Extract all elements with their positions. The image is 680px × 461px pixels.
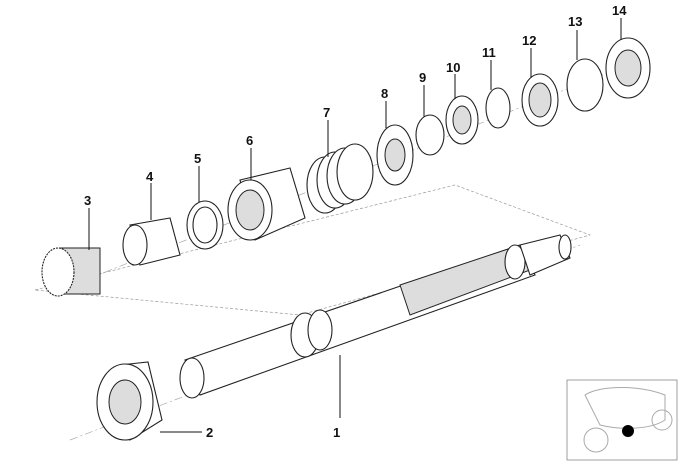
bearing-14-inner xyxy=(614,49,642,87)
ring-5-inner xyxy=(192,206,218,244)
callout-5: 5 xyxy=(194,151,201,166)
output-shaft xyxy=(179,234,572,399)
assembly-outline xyxy=(34,184,592,316)
motorcycle-thumbnail xyxy=(566,379,678,461)
bearing-2 xyxy=(96,361,163,441)
callout-14: 14 xyxy=(612,3,627,18)
circlip-9 xyxy=(415,114,445,156)
callout-7: 7 xyxy=(323,105,330,120)
callout-6: 6 xyxy=(246,133,253,148)
callout-2: 2 xyxy=(206,425,213,440)
ring-12-inner xyxy=(528,82,552,118)
callout-1: 1 xyxy=(333,425,340,440)
callout-4: 4 xyxy=(146,169,154,184)
leader-lines xyxy=(88,18,622,433)
spring-7 xyxy=(306,143,374,214)
callout-11: 11 xyxy=(482,45,496,60)
snap-ring-11 xyxy=(485,87,511,129)
bushing-6 xyxy=(227,167,306,241)
ring-13 xyxy=(566,58,604,112)
sleeve-4 xyxy=(122,217,181,266)
gear-3 xyxy=(41,247,101,297)
callout-12: 12 xyxy=(522,33,536,48)
callout-10: 10 xyxy=(446,60,460,75)
callout-9: 9 xyxy=(419,70,426,85)
location-marker-icon xyxy=(622,425,634,437)
callout-8: 8 xyxy=(381,86,388,101)
washer-8-inner xyxy=(384,138,406,172)
washer-10-inner xyxy=(452,105,472,135)
callout-13: 13 xyxy=(568,14,582,29)
callout-3: 3 xyxy=(84,193,91,208)
